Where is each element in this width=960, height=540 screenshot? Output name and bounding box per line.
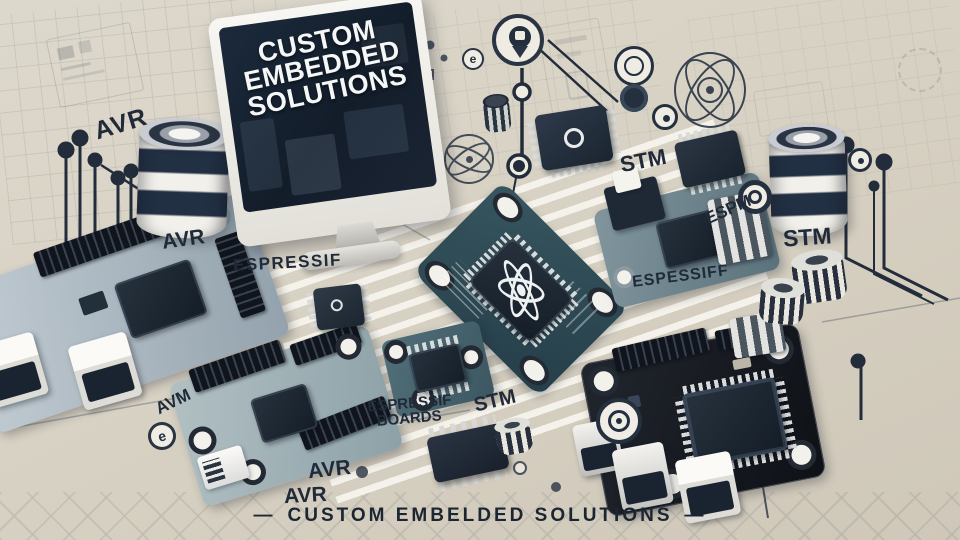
footer-dash-right: — [684,505,707,526]
knob-component [482,92,512,134]
monitor-screen: CUSTOM EMBEDDED SOLUTIONS [218,1,438,213]
capacitor-cylinder-left [135,116,231,240]
seal-sketch-icon [898,48,942,92]
espressif-e-glyph: e [469,52,477,66]
usb-port [611,441,675,512]
mount-hole [519,355,549,386]
lens-icon [620,84,648,112]
orbital-globe-sketch-icon [672,50,748,130]
component [732,356,752,371]
chip-with-logo [527,104,621,178]
target-circle-icon [652,104,678,130]
roundel-target-icon [596,398,642,444]
footer-title: — CUSTOM EMBELDED SOLUTIONS — [0,505,960,527]
mount-hole [615,268,633,286]
label-stm-right: STM [782,222,833,252]
concentric-badge-icon [738,180,772,214]
mount-hole [191,429,214,452]
smd-chip [673,122,747,196]
espressif-logo-badge: e [462,48,484,70]
capacitor-cylinder-right [768,122,848,238]
eye-roundel-icon [614,46,654,86]
footer-dash-left: — [253,505,276,526]
smd-chip-espressif [306,283,372,331]
espressif-e-glyph: e [156,427,168,445]
label-avr-center-upper: AVR [306,455,352,484]
location-pin-badge [492,14,544,66]
ribbed-capacitor [758,276,806,326]
footer-text: CUSTOM EMBELDED SOLUTIONS [287,505,673,526]
mount-hole [462,348,480,366]
atom-sketch-icon [442,132,496,186]
mount-hole [493,192,523,223]
small-badge-icon [848,148,872,172]
component [78,290,109,316]
label-espressif-boards: ESPRESSIF BOARDS [367,391,453,430]
chevron-texture-bottom [0,492,960,540]
ribbed-capacitor [493,415,535,457]
mcu-chip [113,258,208,340]
pin-chip-icon [515,31,525,40]
pin-point-icon [512,46,528,58]
usb-port [0,331,50,409]
mount-hole [387,343,405,361]
monitor: CUSTOM EMBEDDED SOLUTIONS [207,0,452,272]
mount-hole [592,369,616,393]
